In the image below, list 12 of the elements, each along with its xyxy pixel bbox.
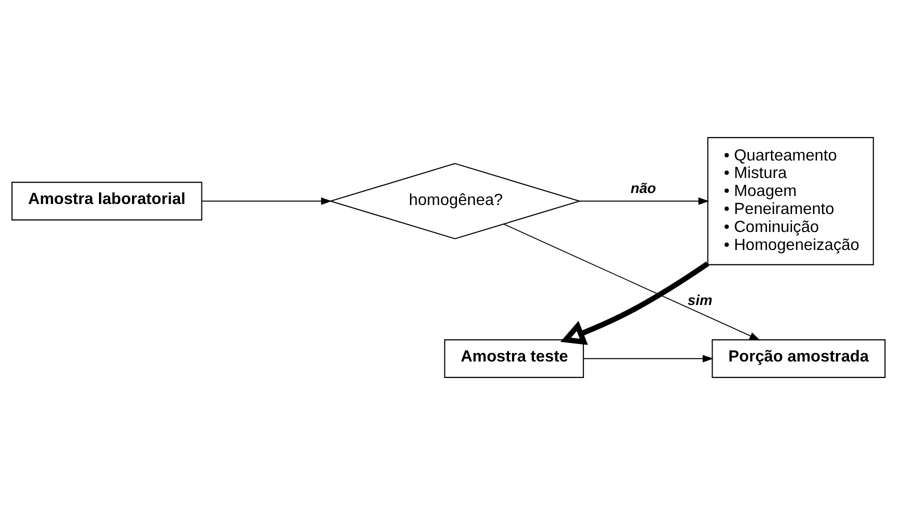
arrow: [560, 261, 710, 345]
edge-label: não: [630, 180, 656, 197]
arrow: [583, 354, 714, 362]
edge-label: sim: [688, 292, 712, 309]
arrow: [202, 197, 332, 205]
arrow: [503, 224, 760, 340]
node-box: Amostra laboratorial: [11, 182, 202, 220]
node-box: Porção amostrada: [712, 339, 886, 378]
node-diamond: homogênea?: [328, 162, 582, 240]
node-box: Amostra teste: [444, 339, 584, 378]
node-box: • Quarteamento • Mistura • Moagem • Peneiramento • Cominuição • Homogeneização: [707, 137, 874, 266]
arrow: [579, 197, 710, 205]
